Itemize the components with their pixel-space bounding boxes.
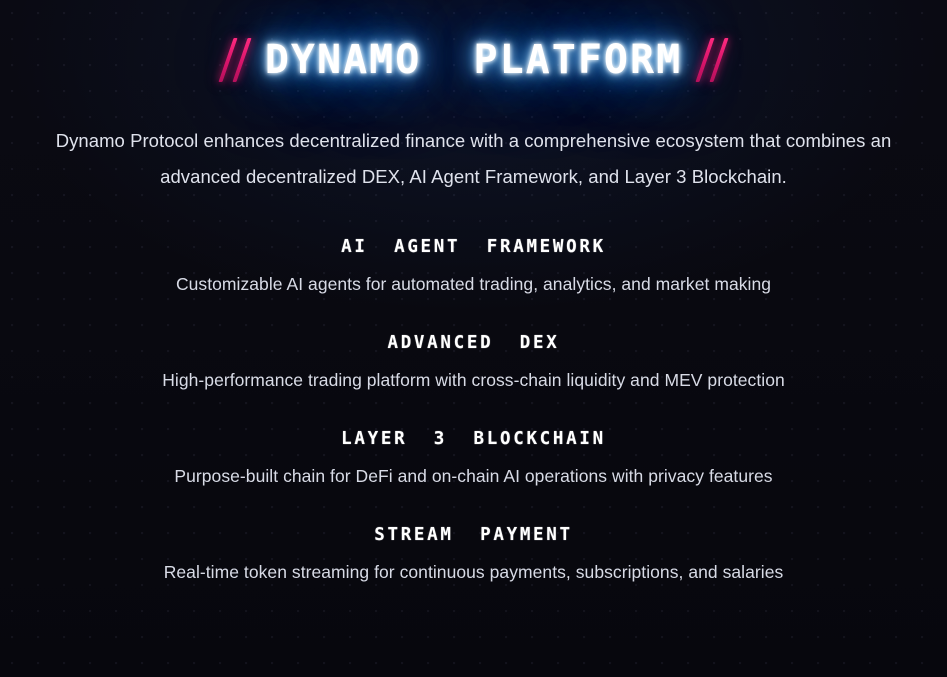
intro-line-1: Dynamo Protocol enhances decentralized f… [55, 130, 892, 151]
feature-description: Real-time token streaming for continuous… [163, 562, 784, 582]
feature-title: ADVANCED DEX [387, 333, 560, 353]
title-left-slashes [218, 37, 252, 83]
feature-item-layer-3-blockchain: LAYER 3 BLOCKCHAIN Purpose-built chain f… [0, 428, 947, 488]
feature-title: STREAM PAYMENT [374, 525, 573, 545]
feature-title: LAYER 3 BLOCKCHAIN [341, 429, 606, 449]
page-title-row: DYNAMO PLATFORM [0, 29, 947, 91]
intro-paragraph: Dynamo Protocol enhances decentralized f… [0, 123, 947, 195]
feature-description: Purpose-built chain for DeFi and on-chai… [174, 466, 773, 486]
page-title: DYNAMO PLATFORM [264, 37, 683, 83]
slash-accent-icon [709, 38, 729, 82]
feature-item-ai-agent-framework: AI AGENT FRAMEWORK Customizable AI agent… [0, 236, 947, 296]
feature-description: High-performance trading platform with c… [162, 370, 785, 390]
feature-title: AI AGENT FRAMEWORK [341, 237, 606, 257]
feature-item-advanced-dex: ADVANCED DEX High-performance trading pl… [0, 332, 947, 392]
feature-list: AI AGENT FRAMEWORK Customizable AI agent… [0, 236, 947, 620]
feature-item-stream-payment: STREAM PAYMENT Real-time token streaming… [0, 524, 947, 584]
title-right-slashes [695, 37, 729, 83]
intro-line-2: advanced decentralized DEX, AI Agent Fra… [160, 166, 787, 187]
feature-description: Customizable AI agents for automated tra… [175, 274, 772, 294]
